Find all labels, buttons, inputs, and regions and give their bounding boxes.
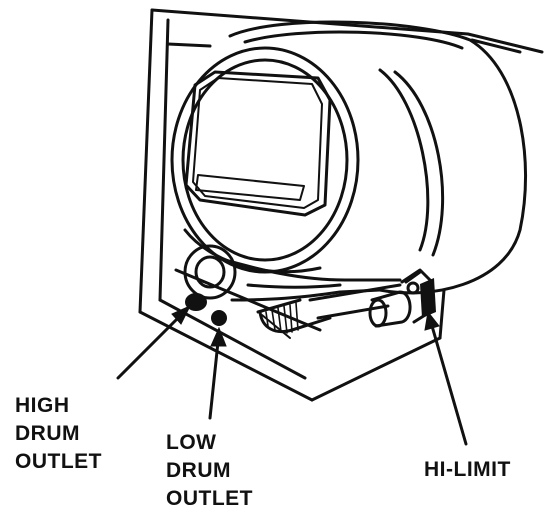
- high-drum-outlet-line-2: DRUM: [15, 422, 80, 445]
- high-drum-outlet-line-3: OUTLET: [15, 450, 102, 473]
- low-outlet-arrowhead: [210, 326, 227, 347]
- outlet-duct: [216, 256, 402, 339]
- low-drum-outlet-hole: [211, 310, 227, 326]
- low-drum-outlet-line-3: OUTLET: [166, 487, 253, 510]
- hi-limit-arrowhead: [424, 310, 440, 331]
- hi-limit-line-1: HI-LIMIT: [424, 458, 511, 481]
- low-drum-outlet-line-2: DRUM: [166, 459, 231, 482]
- low-drum-outlet-label: LOW DRUM OUTLET: [166, 429, 253, 513]
- high-drum-outlet-line-1: HIGH: [15, 394, 70, 417]
- cabinet-shell: [138, 8, 544, 402]
- hi-limit-terminal: [420, 278, 436, 318]
- low-outlet-leader: [208, 340, 220, 420]
- drum: [170, 20, 528, 295]
- hi-limit-leader: [430, 324, 468, 446]
- hi-limit-label: HI-LIMIT: [424, 456, 511, 484]
- low-drum-outlet-line-1: LOW: [166, 431, 217, 454]
- high-drum-outlet-label: HIGH DRUM OUTLET: [15, 392, 102, 476]
- high-outlet-arrowhead: [171, 304, 192, 325]
- outlet-ring: [183, 244, 237, 300]
- high-drum-outlet-hole: [185, 293, 207, 311]
- high-outlet-leader: [116, 314, 182, 380]
